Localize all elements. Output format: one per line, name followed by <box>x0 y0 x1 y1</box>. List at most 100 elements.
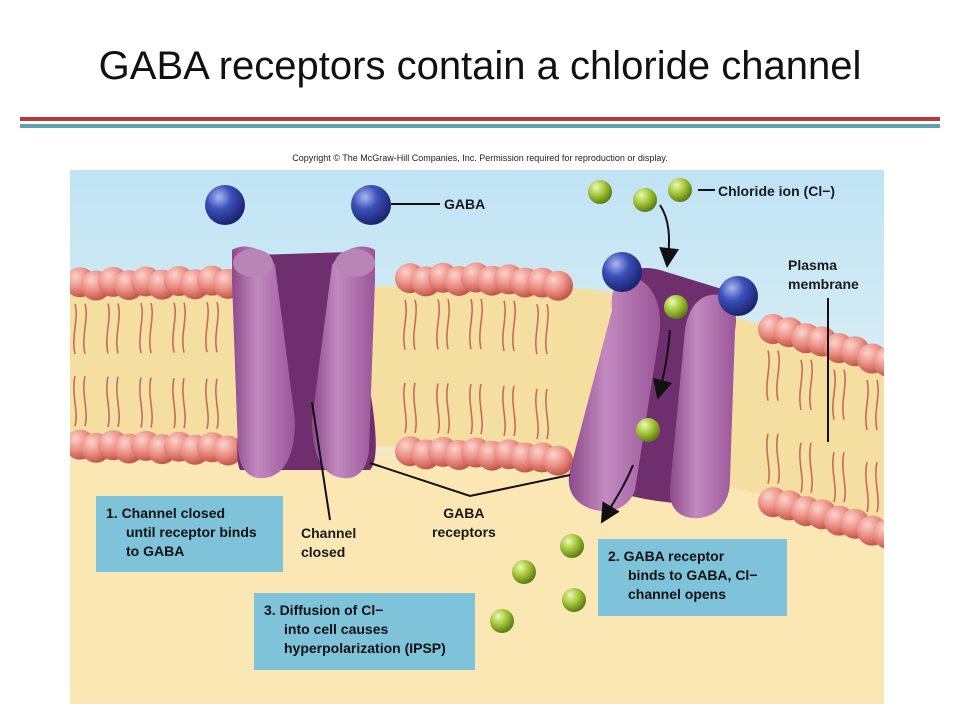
chloride-ion-cytoplasm-4 <box>490 609 514 633</box>
step-1-line3: to GABA <box>126 543 185 559</box>
lipid-tail <box>865 379 869 431</box>
lipid-tail <box>832 369 836 420</box>
lipid-tail <box>502 300 506 352</box>
lipid-tail <box>799 442 803 493</box>
gaba-molecule-bound-1 <box>602 252 642 292</box>
step-2-line2: binds to GABA, Cl− <box>628 567 758 583</box>
lipid-tail <box>116 303 120 354</box>
step-1-line2: until receptor binds <box>126 524 257 540</box>
lipid-tail <box>512 300 516 352</box>
gaba-receptors-leader-line <box>369 462 571 498</box>
chloride-exit-arrow <box>600 464 634 524</box>
step-3-line3: hyperpolarization (IPSP) <box>284 640 446 656</box>
gaba-molecule-free-1 <box>205 185 245 225</box>
phospholipid-head <box>213 435 243 466</box>
label-gaba-receptors-line1: GABA <box>443 505 485 521</box>
lipid-tail <box>545 303 549 355</box>
lipid-tail <box>106 303 110 354</box>
chloride-ion-channel-2 <box>636 418 660 442</box>
chloride-ion-2 <box>633 188 657 212</box>
lipid-tail <box>403 382 407 434</box>
gaba-molecule-free-2 <box>351 185 391 225</box>
title-rule-teal <box>20 124 940 128</box>
lipid-tail <box>545 388 549 440</box>
lipid-tail <box>413 382 417 434</box>
receptor-open-right-subunit <box>669 294 737 519</box>
lipid-tail <box>215 378 219 430</box>
lipid-tails <box>73 298 879 513</box>
lipid-tail <box>436 383 440 434</box>
phospholipid-head <box>873 519 884 549</box>
lipid-tail <box>535 388 539 440</box>
lipid-tail <box>182 378 186 429</box>
lipid-tail <box>73 376 77 427</box>
lipid-tail <box>842 369 846 420</box>
chloride-ion-cytoplasm-3 <box>562 588 586 612</box>
label-gaba-receptors: GABA receptors <box>432 504 496 542</box>
label-channel-closed-line1: Channel <box>301 525 357 541</box>
label-channel-closed-line2: closed <box>301 544 346 560</box>
lipid-tail <box>215 302 219 353</box>
step-box-2: 2. GABA receptor binds to GABA, Cl− chan… <box>598 539 787 616</box>
chloride-ion-cytoplasm-2 <box>512 560 536 584</box>
chloride-ion-1 <box>588 180 612 204</box>
lipid-tail <box>865 462 869 513</box>
phospholipid-head <box>543 445 573 476</box>
step-2-line1: 2. GABA receptor <box>608 548 725 564</box>
lipid-tail <box>205 378 209 430</box>
lipid-tail <box>479 298 483 350</box>
lipid-tail <box>149 302 153 354</box>
lipid-tail <box>766 350 770 401</box>
lipid-tail <box>182 302 186 353</box>
lipid-tail <box>139 302 143 354</box>
lipid-tail <box>832 452 836 503</box>
label-chloride-ion: Chloride ion (Cl−) <box>718 183 836 199</box>
lipid-tail <box>446 299 450 350</box>
chloride-ion-3 <box>668 178 692 202</box>
lipid-tail <box>512 385 516 437</box>
lipid-tail <box>875 462 879 513</box>
label-channel-closed: Channel closed <box>301 524 356 562</box>
lipid-tail <box>83 376 87 427</box>
lipid-tail <box>809 442 813 493</box>
lipid-tail <box>403 299 407 350</box>
lipid-tail <box>139 377 143 428</box>
chloride-ion-channel-1 <box>664 295 688 319</box>
lipid-tail <box>172 378 176 429</box>
channel-closed-leader-line <box>311 401 331 521</box>
step-box-3: 3. Diffusion of Cl− into cell causes hyp… <box>254 593 475 670</box>
receptor-open-left-subunit <box>568 275 661 512</box>
label-gaba-receptors-line2: receptors <box>432 524 496 540</box>
step-3-line1: 3. Diffusion of Cl− <box>264 602 384 618</box>
slide-title: GABA receptors contain a chloride channe… <box>98 44 862 88</box>
step-3-line2: into cell causes <box>284 621 389 637</box>
lipid-tail <box>469 383 473 435</box>
receptor-closed-left-subunit <box>232 246 295 479</box>
lipid-tail <box>205 302 209 353</box>
copyright-notice: Copyright © The McGraw-Hill Companies, I… <box>292 153 668 163</box>
receptor-closed-left-top <box>233 249 273 277</box>
lipid-tail <box>502 385 506 437</box>
lipid-tail <box>809 359 813 411</box>
lipid-tail <box>116 376 120 428</box>
label-gaba: GABA <box>444 196 486 212</box>
chloride-channel-arrow <box>652 329 673 400</box>
lipid-tail <box>149 377 153 428</box>
phospholipid-head <box>543 270 573 301</box>
step-1-line1: 1. Channel closed <box>106 505 226 521</box>
lipid-tail <box>479 383 483 435</box>
gaba-receptor-diagram: GABA Chloride ion (Cl−) Plasma membrane … <box>70 170 884 704</box>
step-2-line3: channel opens <box>628 586 727 602</box>
lipid-tail <box>799 359 803 411</box>
lipid-tail <box>469 298 473 350</box>
step-box-1: 1. Channel closed until receptor binds t… <box>96 496 283 572</box>
gaba-molecule-bound-2 <box>718 276 758 316</box>
label-plasma-membrane-line1: Plasma <box>788 257 838 273</box>
lipid-tail <box>766 433 770 484</box>
lipid-tail <box>842 452 846 503</box>
chloride-ion-cytoplasm-1 <box>560 534 584 558</box>
lipid-tail <box>875 379 879 431</box>
receptor-closed-right-subunit <box>312 246 375 479</box>
lipid-tail <box>172 302 176 353</box>
lipid-tail <box>73 303 77 355</box>
